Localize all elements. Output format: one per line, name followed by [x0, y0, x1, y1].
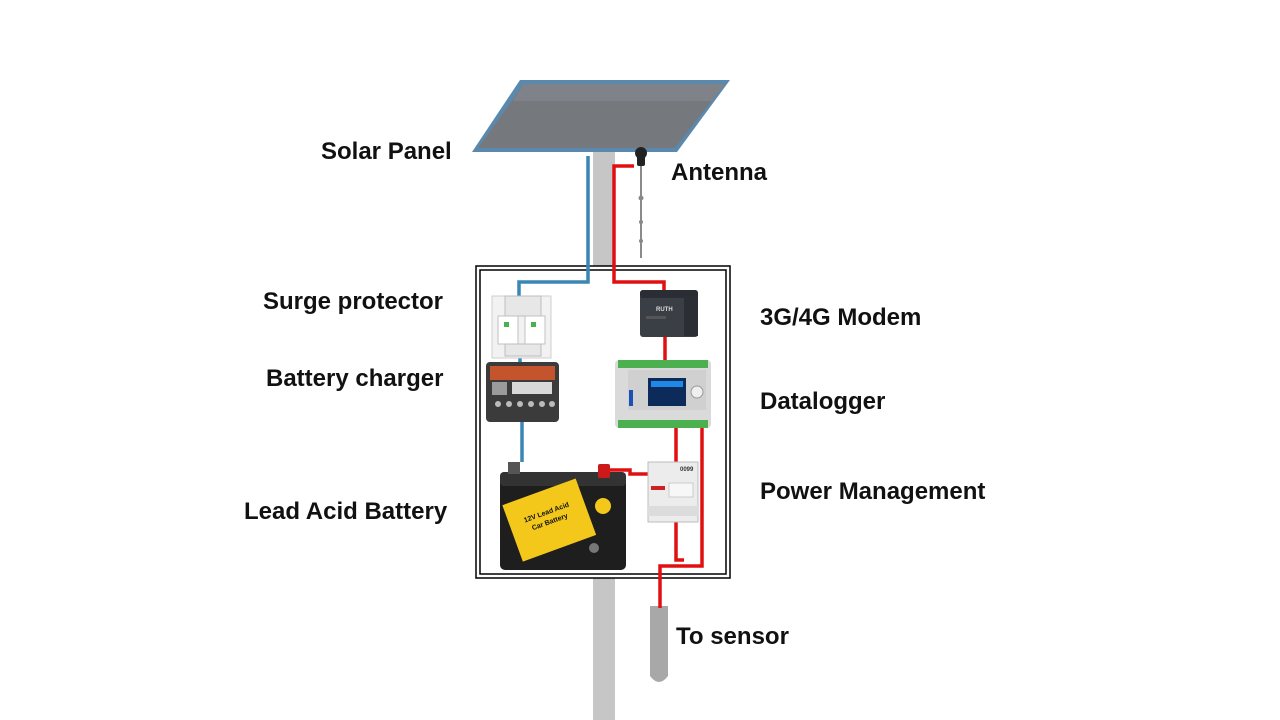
label-antenna: Antenna	[671, 159, 767, 186]
antenna-image	[635, 147, 647, 258]
modem-image: RUTH	[640, 290, 698, 337]
sensor-probe	[650, 606, 668, 682]
label-solar-panel: Solar Panel	[321, 138, 452, 165]
surge-protector-image	[491, 295, 552, 359]
psu-code-text: 0099	[680, 467, 694, 473]
modem-brand-text: RUTH	[656, 307, 673, 313]
label-battery-charger: Battery charger	[266, 365, 444, 392]
label-surge-protector: Surge protector	[263, 288, 444, 315]
power-management-image: 0099	[647, 461, 699, 523]
label-modem: 3G/4G Modem	[760, 304, 922, 331]
label-power-management: Power Management	[760, 478, 986, 505]
label-lead-acid-battery: Lead Acid Battery	[244, 498, 448, 525]
lead-acid-battery-image: 12V Lead Acid Car Battery	[500, 462, 626, 570]
solar-panel-image	[472, 80, 730, 152]
label-datalogger: Datalogger	[760, 388, 886, 415]
battery-charger-image	[486, 362, 559, 422]
power-wire	[607, 164, 704, 608]
label-to-sensor: To sensor	[676, 623, 789, 650]
datalogger-image	[615, 360, 711, 428]
